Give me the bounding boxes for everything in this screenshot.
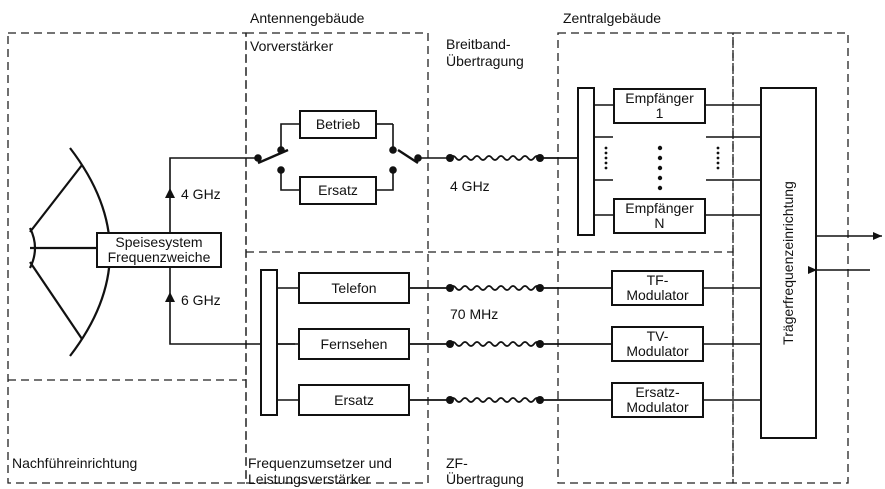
empfaenger1-line2: 1: [655, 105, 664, 121]
label-zentralgebaeude: Zentralgebäude: [563, 10, 662, 26]
label-zf-2: Übertragung: [446, 471, 524, 487]
empfaengerN-line2: N: [654, 215, 665, 231]
arrow-4ghz: [165, 188, 175, 198]
splitter-bar-left: [260, 269, 278, 416]
box-ersatz-top: Ersatz: [299, 176, 377, 205]
line-end-dots: [446, 154, 544, 404]
label-breitband-2: Übertragung: [446, 53, 524, 69]
label-frequenzumsetzer-2: Leistungsverstärker: [248, 471, 371, 487]
ersatzmod-line2: Modulator: [626, 399, 689, 415]
label-freq-4ghz-left: 4 GHz: [181, 186, 221, 202]
speisesystem-line2: Frequenzweiche: [107, 249, 211, 265]
label-traeger: Trägerfrequenzeinrichtung: [780, 181, 796, 345]
region-traeger: [732, 32, 849, 484]
transmission-lines: [410, 155, 611, 403]
label-freq-4ghz-mid: 4 GHz: [450, 178, 490, 194]
region-outer: [7, 32, 247, 484]
label-breitband-1: Breitband-: [446, 36, 511, 52]
ersatz-bottom-label: Ersatz: [334, 391, 374, 408]
label-nachfuehr: Nachführeinrichtung: [12, 455, 138, 471]
tv-line1: TV-: [646, 328, 669, 344]
tf-line2: Modulator: [626, 287, 689, 303]
fernsehen-label: Fernsehen: [320, 335, 388, 352]
box-ersatz-bottom: Ersatz: [298, 384, 410, 416]
label-vorverstaerker: Vorverstärker: [250, 38, 334, 54]
splitter-branches: [277, 287, 298, 401]
tf-line1: TF-: [646, 272, 669, 288]
switch-contacts: [254, 146, 422, 174]
receiver-branches: [594, 104, 761, 401]
telefon-label: Telefon: [331, 279, 377, 296]
label-freq-6ghz: 6 GHz: [181, 292, 221, 308]
label-zf-1: ZF-: [446, 455, 468, 471]
empfaengerN-line1: Empfänger: [625, 200, 694, 216]
empfaenger1-line1: Empfänger: [625, 90, 694, 106]
switch-network: [257, 123, 450, 191]
betrieb-label: Betrieb: [315, 116, 361, 132]
box-telefon: Telefon: [298, 272, 410, 304]
box-tf-modulator: TF-Modulator: [611, 270, 704, 306]
arrow-6ghz: [165, 292, 175, 302]
ersatz-top-label: Ersatz: [318, 182, 358, 198]
region-antennengebaeude: [245, 32, 429, 484]
tv-line2: Modulator: [626, 343, 689, 359]
label-frequenzumsetzer-1: Frequenzumsetzer und: [248, 455, 392, 471]
box-fernsehen: Fernsehen: [298, 328, 410, 360]
speisesystem-line1: Speisesystem: [115, 234, 203, 250]
box-tv-modulator: TV-Modulator: [611, 326, 704, 362]
box-betrieb: Betrieb: [299, 110, 377, 139]
splitter-bar-receiver: [577, 87, 595, 236]
ellipsis-dots: [604, 145, 720, 191]
traeger-block: [760, 87, 817, 439]
label-antennengebaeude: Antennengebäude: [250, 10, 365, 26]
label-freq-70mhz: 70 MHz: [450, 306, 499, 322]
region-boundaries: [7, 32, 849, 484]
box-ersatz-modulator: Ersatz-Modulator: [611, 382, 704, 418]
ersatzmod-line1: Ersatz-: [635, 384, 680, 400]
